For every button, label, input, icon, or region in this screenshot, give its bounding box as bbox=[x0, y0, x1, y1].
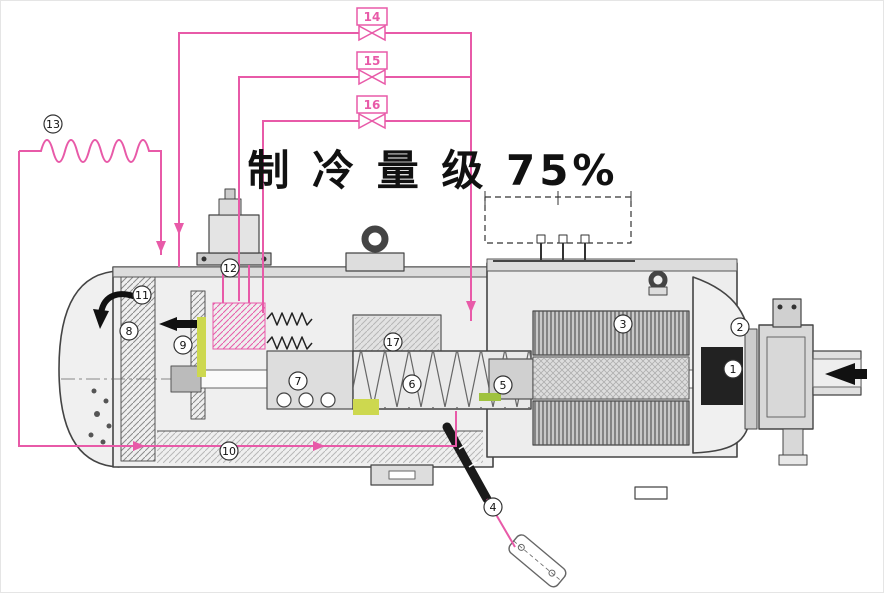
part-label-9: 9 bbox=[173, 335, 193, 355]
valve-symbol-16 bbox=[358, 112, 386, 130]
title-text: 制 冷 量 级 75% bbox=[247, 146, 618, 195]
svg-text:9: 9 bbox=[180, 339, 187, 352]
flow-arrow-down-3 bbox=[466, 301, 476, 313]
shaft-left-bearing bbox=[170, 365, 202, 393]
valve-tag-14-label: 14 bbox=[364, 10, 381, 24]
part-label-12: 12 bbox=[220, 258, 240, 278]
oil-drain-pipe bbox=[442, 422, 492, 504]
svg-text:10: 10 bbox=[222, 445, 236, 458]
main-shell-top-plate bbox=[112, 266, 494, 278]
stator-top-windings bbox=[533, 311, 689, 355]
flow-arrow-down-1 bbox=[174, 223, 184, 235]
oil-passage-highlight-3 bbox=[479, 393, 501, 401]
valve-tag-15-label: 15 bbox=[364, 54, 381, 68]
pipe-line-14 bbox=[178, 32, 472, 321]
valve-tag-16-box bbox=[356, 95, 388, 114]
terminal-box bbox=[484, 191, 635, 262]
pipe-oil-return bbox=[18, 151, 235, 447]
valve-16: 16 bbox=[356, 95, 388, 130]
solenoid-valve bbox=[196, 188, 272, 266]
part-label-10: 10 bbox=[219, 441, 239, 461]
valve-tag-16-label: 16 bbox=[364, 98, 381, 112]
unloader-springs bbox=[266, 312, 313, 350]
pipe-oil-internal bbox=[235, 411, 457, 447]
svg-text:5: 5 bbox=[500, 379, 507, 392]
valve-15: 15 bbox=[356, 51, 388, 86]
part-label-8: 8 bbox=[119, 321, 139, 341]
valve-tag-14-box bbox=[356, 7, 388, 26]
svg-text:8: 8 bbox=[126, 325, 133, 338]
svg-text:11: 11 bbox=[135, 289, 149, 302]
mounting-foot-slot bbox=[388, 470, 416, 480]
svg-text:3: 3 bbox=[620, 318, 627, 331]
svg-text:2: 2 bbox=[737, 321, 744, 334]
valve-symbol-15 bbox=[358, 68, 386, 86]
valve-tag-15-box bbox=[356, 51, 388, 70]
bearing-port-3 bbox=[320, 392, 336, 408]
end-flange bbox=[744, 328, 758, 430]
separator-element bbox=[120, 276, 156, 462]
svg-text:17: 17 bbox=[386, 336, 400, 349]
part-label-2: 2 bbox=[730, 317, 750, 337]
part-label-6: 6 bbox=[402, 374, 422, 394]
compressor-body bbox=[58, 188, 867, 588]
part-label-1: 1 bbox=[723, 359, 743, 379]
bearing-port-1 bbox=[276, 392, 292, 408]
svg-text:6: 6 bbox=[409, 378, 416, 391]
oil-return-arrow bbox=[159, 317, 197, 331]
suction-flow-arrow bbox=[825, 363, 867, 385]
svg-text:7: 7 bbox=[295, 375, 302, 388]
lifting-eye-center bbox=[345, 225, 405, 272]
part-label-17: 17 bbox=[383, 332, 403, 352]
part-label-7: 7 bbox=[288, 371, 308, 391]
motor-rotor-hatch bbox=[533, 357, 689, 399]
flow-arrow-right-2 bbox=[313, 441, 325, 451]
valve-symbol-14 bbox=[358, 24, 386, 42]
unloader-piston-hatch bbox=[212, 302, 266, 350]
part-label-4: 4 bbox=[483, 497, 503, 517]
svg-text:4: 4 bbox=[490, 501, 497, 514]
pipe-line-15 bbox=[238, 76, 471, 301]
svg-text:13: 13 bbox=[46, 118, 60, 131]
oil-droplets bbox=[88, 388, 112, 445]
part-label-11: 11 bbox=[132, 285, 152, 305]
suction-valve bbox=[758, 298, 862, 466]
pipe-line-16 bbox=[262, 120, 471, 313]
oil-drain-plug bbox=[634, 486, 668, 500]
bearing-port-2 bbox=[298, 392, 314, 408]
svg-text:1: 1 bbox=[730, 363, 737, 376]
valve-14: 14 bbox=[356, 7, 388, 42]
capillary-coil bbox=[19, 139, 162, 255]
svg-text:12: 12 bbox=[223, 262, 237, 275]
oil-sight-glass bbox=[508, 534, 567, 588]
part-label-3: 3 bbox=[613, 314, 633, 334]
oil-passage-highlight-1 bbox=[197, 317, 206, 377]
flow-arrow-down-2 bbox=[156, 241, 166, 253]
lifting-eye-right bbox=[648, 270, 668, 296]
pipe-flow-arrows bbox=[133, 223, 476, 451]
flow-arrow-right-1 bbox=[133, 441, 145, 451]
part-label-13: 13 bbox=[43, 114, 63, 134]
part-label-5: 5 bbox=[493, 375, 513, 395]
stator-bottom-windings bbox=[533, 401, 689, 445]
oil-passage-highlight-2 bbox=[353, 399, 379, 415]
